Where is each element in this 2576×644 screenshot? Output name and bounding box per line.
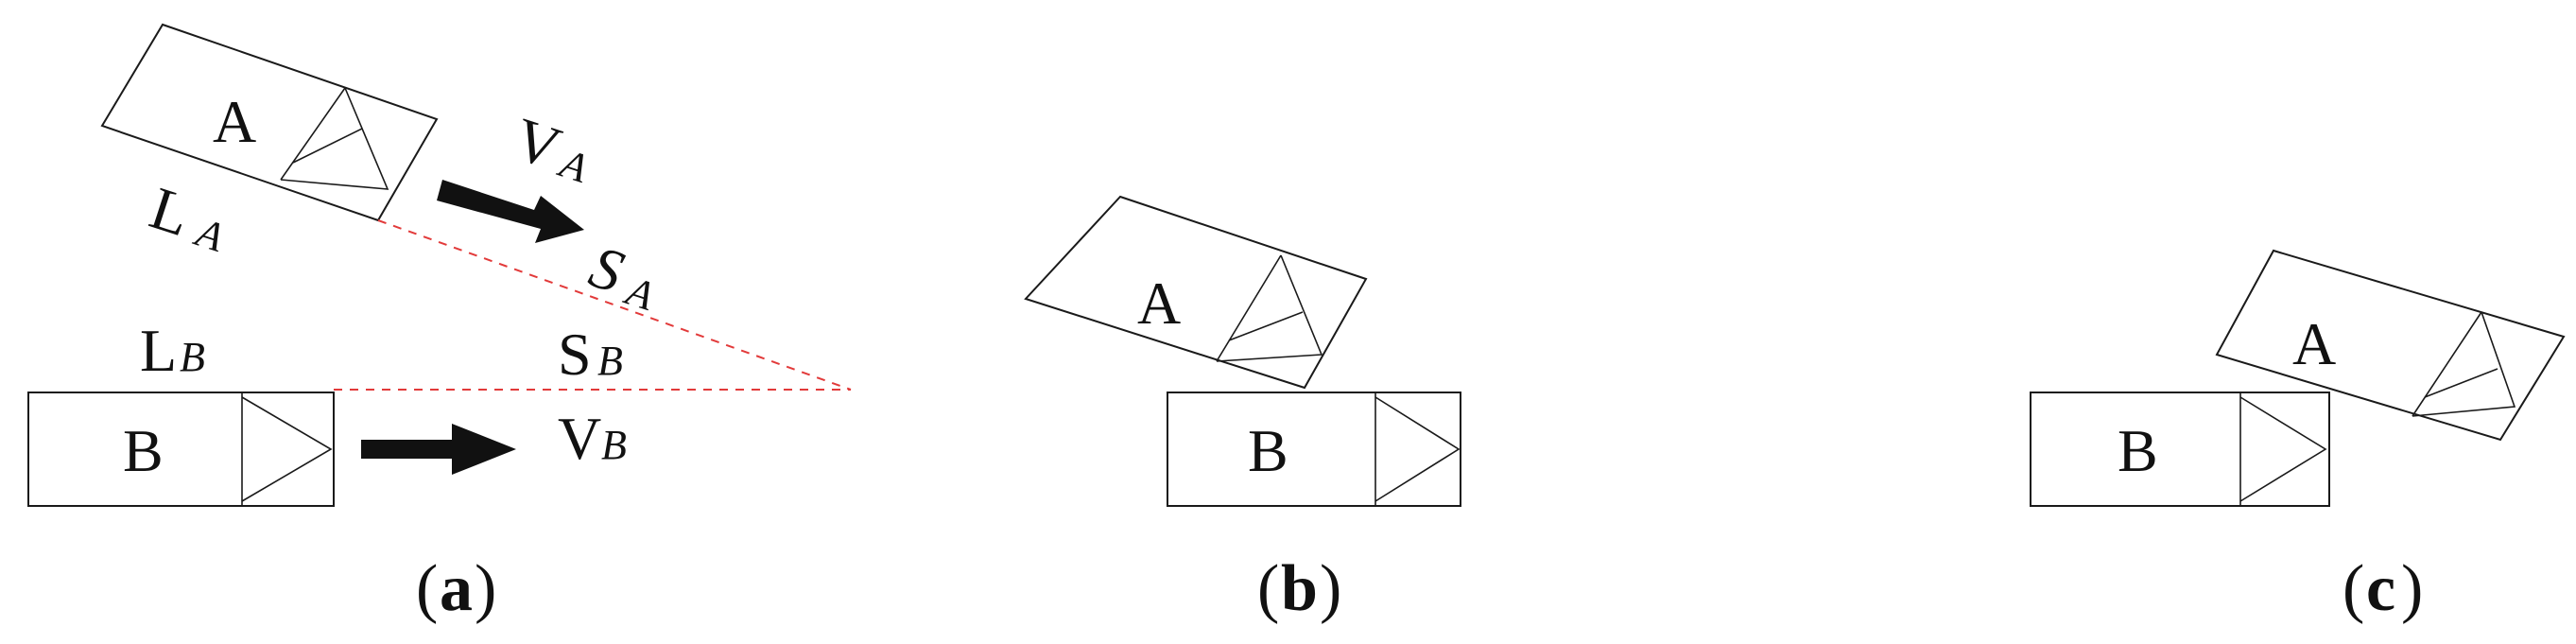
length-a-label: L A: [143, 174, 231, 261]
vehicle-b-panel-c: B: [2030, 392, 2330, 507]
velocity-b-label: V B: [558, 405, 627, 472]
vehicle-b-panel-a: B: [27, 392, 335, 507]
velocity-a-arrow: [437, 180, 584, 243]
svg-text:(: (: [1257, 552, 1279, 625]
svg-text:A: A: [188, 208, 231, 261]
svg-text:V: V: [558, 405, 601, 472]
panel-b: A B ( b ): [1024, 195, 1461, 625]
vehicle-a-panel-c: A: [2215, 249, 2566, 442]
svg-text:L: L: [140, 317, 177, 384]
svg-text:S: S: [582, 233, 631, 305]
distance-b-label: S B: [558, 321, 623, 388]
vehicle-b-label: B: [1248, 417, 1288, 484]
vehicle-a-label: A: [2292, 310, 2336, 377]
panel-b-caption: ( b ): [1257, 552, 1341, 625]
path-a-dashed: [377, 219, 852, 391]
svg-text:B: B: [180, 334, 205, 380]
panel-c: A B ( c ): [2030, 249, 2566, 625]
vehicle-a-label: A: [213, 88, 256, 155]
svg-text:): ): [475, 552, 496, 625]
svg-text:(: (: [2343, 552, 2364, 625]
svg-text:S: S: [558, 321, 592, 388]
svg-text:c: c: [2366, 552, 2395, 625]
svg-text:): ): [2401, 552, 2423, 625]
panel-a: A L A V A S A L B S B: [27, 23, 852, 625]
panel-c-caption: ( c ): [2343, 552, 2423, 625]
svg-text:B: B: [597, 338, 623, 384]
svg-text:B: B: [601, 422, 627, 468]
vehicle-a-panel-a: A: [100, 23, 439, 222]
panel-a-caption: ( a ): [416, 552, 496, 625]
velocity-a-label: V A: [507, 105, 595, 192]
svg-text:a: a: [440, 552, 473, 625]
svg-text:A: A: [618, 267, 661, 320]
svg-text:b: b: [1281, 552, 1318, 625]
vehicle-a-panel-b: A: [1024, 195, 1368, 390]
vehicle-b-panel-b: B: [1167, 392, 1461, 507]
vehicle-b-label: B: [2118, 417, 2158, 484]
length-b-label: L B: [140, 317, 205, 384]
velocity-b-arrow: [361, 424, 516, 475]
svg-text:(: (: [416, 552, 438, 625]
svg-text:L: L: [143, 174, 199, 250]
svg-text:): ): [1320, 552, 1341, 625]
vehicle-a-label: A: [1137, 270, 1181, 337]
vehicle-b-label: B: [123, 417, 164, 484]
